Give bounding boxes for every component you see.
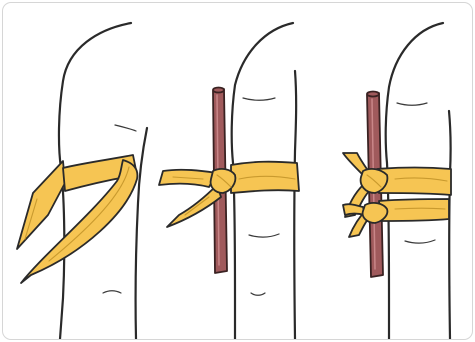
tourniquet-illustration [2,2,473,340]
illustration-canvas [3,3,472,339]
step-3-panel [343,23,451,339]
step-2-panel [159,23,299,339]
bandage-icon [17,155,137,283]
step-1-panel [17,23,147,339]
bandage-icon [343,153,451,237]
